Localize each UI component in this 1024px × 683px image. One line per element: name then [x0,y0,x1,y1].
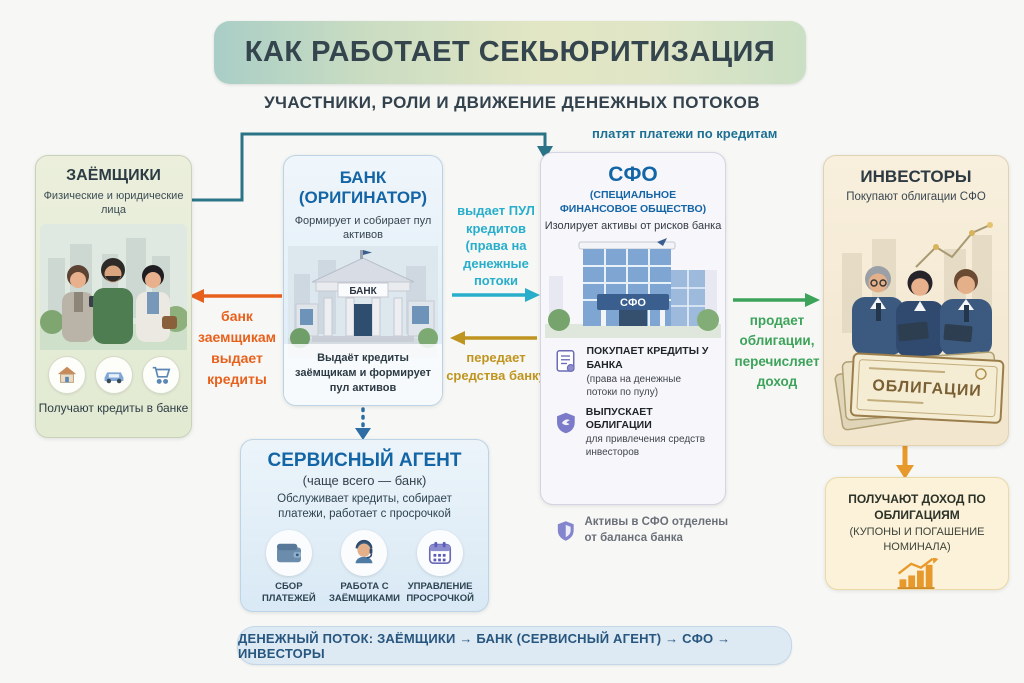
borrower-man-center [93,257,133,344]
growth-chart-icon [915,222,993,268]
sfo-card: СФО (СПЕЦИАЛЬНОЕ ФИНАНСОВОЕ ОБЩЕСТВО) Из… [540,152,726,505]
sfo-bullet-issues-text: ВЫПУСКАЕТ ОБЛИГАЦИИ для привлечения сред… [586,406,713,459]
calendar-icon [417,529,464,576]
investor-woman-center [896,270,944,357]
sfo-subtitle: Изолирует активы от рисков банка [544,220,722,233]
investor-man-left [852,266,904,355]
borrowers-title: ЗАЁМЩИКИ [66,167,161,184]
sfo-bullet-buys-text: ПОКУПАЕТ КРЕДИТЫ У БАНКА (права на денеж… [586,345,713,398]
bank-title-line1: БАНК [339,168,387,187]
sfo-note: Активы в СФО отделены от баланса банка [556,513,734,549]
flow-label-credits: банк заемщикам выдает кредиты [197,308,277,387]
bank-card: БАНК(ОРИГИНАТОР) Формирует и собирает пу… [283,155,443,406]
shield-icon [557,521,574,541]
service-agent-subtitle: Обслуживает кредиты, собирает платежи, р… [277,493,452,520]
sfo-note-text: Активы в СФО отделены от баланса банка [584,516,729,544]
wallet-icon [265,529,312,576]
bank-caption: Выдаёт кредиты заёмщикам и формирует пул… [284,344,442,405]
borrowers-card: ЗАЁМЩИКИ Физические и юридические лица [35,155,192,438]
contract-icon [556,350,575,373]
investors-card: ИНВЕСТОРЫ Покупают облигации СФО [823,155,1009,446]
borrowers-subtitle: Физические и юридические лица [43,190,184,217]
service-function-borrowers: РАБОТА С ЗАЁМЩИКАМИ [327,529,401,606]
investor-man-right [940,269,992,356]
funds-arrowhead-icon [450,331,465,345]
page-title: КАК РАБОТАЕТ СЕКЬЮРИТИЗАЦИЯ [244,36,776,68]
cashflow-summary-banner: ДЕНЕЖНЫЙ ПОТОК: ЗАЁМЩИКИ → БАНК (СЕРВИСН… [237,626,792,665]
investors-illustration: ОБЛИГАЦИИ [834,222,1005,431]
borrower-woman-right [136,264,177,342]
bank-title: БАНК(ОРИГИНАТОР) [284,156,442,209]
cart-icon [141,355,180,394]
borrowers-caption: Получают кредиты в банке [38,400,189,415]
flow-label-funds: передает средства банку [446,350,546,384]
service-function-label: УПРАВЛЕНИЕ ПРОСРОЧКОЙ [406,580,474,605]
sfo-building-sign: СФО [620,297,646,309]
borrower-woman-left [62,264,95,342]
sfo-bullet-issues-title: ВЫПУСКАЕТ ОБЛИГАЦИИ [585,405,653,432]
service-function-overdue: УПРАВЛЕНИЕ ПРОСРОЧКОЙ [403,529,477,606]
flow-label-bonds: продает облигации, перечисляет доход [734,313,820,389]
sfo-bullet-buys-title: ПОКУПАЕТ КРЕДИТЫ У БАНКА [586,345,709,371]
sfo-building-illustration: СФО [545,238,721,339]
cashflow-summary-text: ДЕНЕЖНЫЙ ПОТОК: ЗАЁМЩИКИ → БАНК (СЕРВИСН… [238,630,731,661]
bank-building-sign: БАНК [349,286,377,297]
service-agent-title: СЕРВИСНЫЙ АГЕНТ [267,450,462,471]
bank-title-line2: (ОРИГИНАТОР) [298,188,428,208]
income-bars-icon [897,557,939,589]
sfo-title: СФО [608,163,658,186]
income-card: ПОЛУЧАЮТ ДОХОД ПО ОБЛИГАЦИЯМ (КУПОНЫ И П… [825,477,1009,590]
certificate-label: ОБЛИГАЦИИ [872,377,982,400]
house-icon [47,355,86,394]
borrowers-illustration [40,223,187,350]
page-subtitle: УЧАСТНИКИ, РОЛИ И ДВИЖЕНИЕ ДЕНЕЖНЫХ ПОТО… [264,93,760,112]
income-subtitle: (КУПОНЫ И ПОГАШЕНИЕ НОМИНАЛА) [849,526,985,553]
sfo-title2: (СПЕЦИАЛЬНОЕ ФИНАНСОВОЕ ОБЩЕСТВО) [559,189,707,215]
sfo-bullet-issues-desc: для привлечения средств инвесторов [585,433,706,458]
bonds-certificates-icon: ОБЛИГАЦИИ [834,351,1005,431]
bank-subtitle: Формирует и собирает пул активов [294,214,432,242]
service-function-collect: СБОР ПЛАТЕЖЕЙ [252,529,326,606]
sfo-bullet-buys: ПОКУПАЕТ КРЕДИТЫ У БАНКА (права на денеж… [541,338,725,398]
sfo-bullet-buys-desc: (права на денежные потоки по пулу) [586,373,682,398]
bonds-arrowhead-icon [805,293,820,307]
flow-label-payments: платят платежи по кредитам [592,126,778,141]
bank-building-illustration: БАНК [288,246,438,359]
support-agent-icon [341,529,388,576]
service-agent-title2: (чаще всего — банк) [302,473,427,488]
service-function-label: СБОР ПЛАТЕЖЕЙ [261,580,316,605]
service-function-label: РАБОТА С ЗАЁМЩИКАМИ [328,580,400,605]
car-icon [94,355,133,394]
investors-subtitle: Покупают облигации СФО [846,191,986,203]
flow-label-pool: выдает ПУЛ кредитов (права на денежные п… [457,203,535,289]
shield-eagle-icon [557,412,575,433]
service-agent-card: СЕРВИСНЫЙ АГЕНТ (чаще всего — банк) Обсл… [240,439,489,612]
income-title: ПОЛУЧАЮТ ДОХОД ПО ОБЛИГАЦИЯМ [848,492,986,523]
title-banner: КАК РАБОТАЕТ СЕКЬЮРИТИЗАЦИЯ [214,21,806,84]
sfo-bullet-issues: ВЫПУСКАЕТ ОБЛИГАЦИИ для привлечения сред… [541,399,725,459]
pool-arrowhead-icon [525,288,540,302]
investors-title: ИНВЕСТОРЫ [860,167,972,186]
